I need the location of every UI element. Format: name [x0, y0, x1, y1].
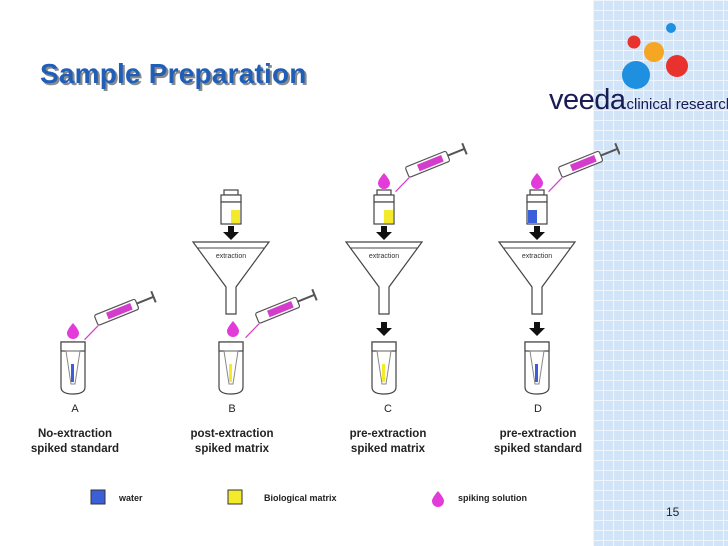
syringe-icon: [540, 142, 624, 193]
slide-title: Sample Preparation: [40, 58, 307, 89]
panel-caption-line2: spiked standard: [31, 443, 119, 455]
spike-drop-icon: [378, 173, 390, 189]
panel-caption-line1: pre-extraction: [350, 428, 427, 440]
matrix-fill: [384, 210, 393, 223]
panel-letter: B: [228, 403, 235, 415]
grid-background-panel: [593, 0, 728, 546]
down-arrow-icon: [529, 226, 545, 240]
logo-dots: [622, 23, 688, 89]
spike-drop-icon: [227, 321, 239, 337]
panel-caption-line1: No-extraction: [38, 428, 112, 440]
legend: water Biological matrix spiking solution: [90, 489, 527, 507]
legend-spike-label: spiking solution: [458, 493, 527, 503]
funnel-label: extraction: [522, 253, 552, 260]
down-arrow-icon: [376, 322, 392, 336]
panel-letter: A: [71, 403, 79, 415]
logo-dot-orange: [644, 42, 664, 62]
matrix-fill: [382, 364, 385, 382]
legend-matrix-label: Biological matrix: [264, 493, 337, 503]
panel-a: [60, 290, 160, 395]
panel-caption-line1: pre-extraction: [500, 428, 577, 440]
syringe-icon: [76, 290, 160, 341]
matrix-fill: [229, 364, 232, 382]
panel-d: extraction: [498, 142, 624, 395]
panel-b: extraction: [192, 189, 321, 395]
panel-caption-line2: spiked matrix: [351, 443, 426, 455]
funnel-label: extraction: [369, 253, 399, 260]
logo-dot-red: [666, 55, 688, 77]
logo-dot-small: [666, 23, 676, 33]
down-arrow-icon: [223, 226, 239, 240]
syringe-icon: [237, 288, 321, 339]
down-arrow-icon: [529, 322, 545, 336]
water-fill: [528, 210, 537, 223]
logo-sub-text: clinical research: [626, 96, 728, 113]
slide-number: 15: [666, 505, 680, 519]
matrix-fill: [231, 210, 240, 223]
panel-caption-line1: post-extraction: [190, 428, 273, 440]
legend-water-swatch: [90, 489, 106, 505]
legend-water-label: water: [118, 493, 143, 503]
legend-matrix-swatch: [227, 489, 243, 505]
panel-caption-line2: spiked standard: [494, 443, 582, 455]
syringe-icon: [387, 142, 471, 193]
spike-drop-icon: [67, 323, 79, 339]
legend-spike-drop-icon: [432, 491, 444, 507]
panel-letter: D: [534, 403, 542, 415]
down-arrow-icon: [376, 226, 392, 240]
spike-drop-icon: [531, 173, 543, 189]
water-fill: [535, 364, 538, 382]
water-fill: [71, 364, 74, 382]
funnel-label: extraction: [216, 253, 246, 260]
company-logo: veedaclinical research: [549, 84, 728, 117]
logo-main-text: veeda: [549, 84, 626, 116]
logo-dot-large: [622, 61, 650, 89]
panel-caption-line2: spiked matrix: [195, 443, 270, 455]
logo-dot-purple: [627, 35, 641, 49]
panel-c: extraction: [345, 142, 471, 395]
sample-prep-figure: extraction extraction extraction A No-ex…: [20, 128, 624, 518]
panel-letter: C: [384, 403, 392, 415]
